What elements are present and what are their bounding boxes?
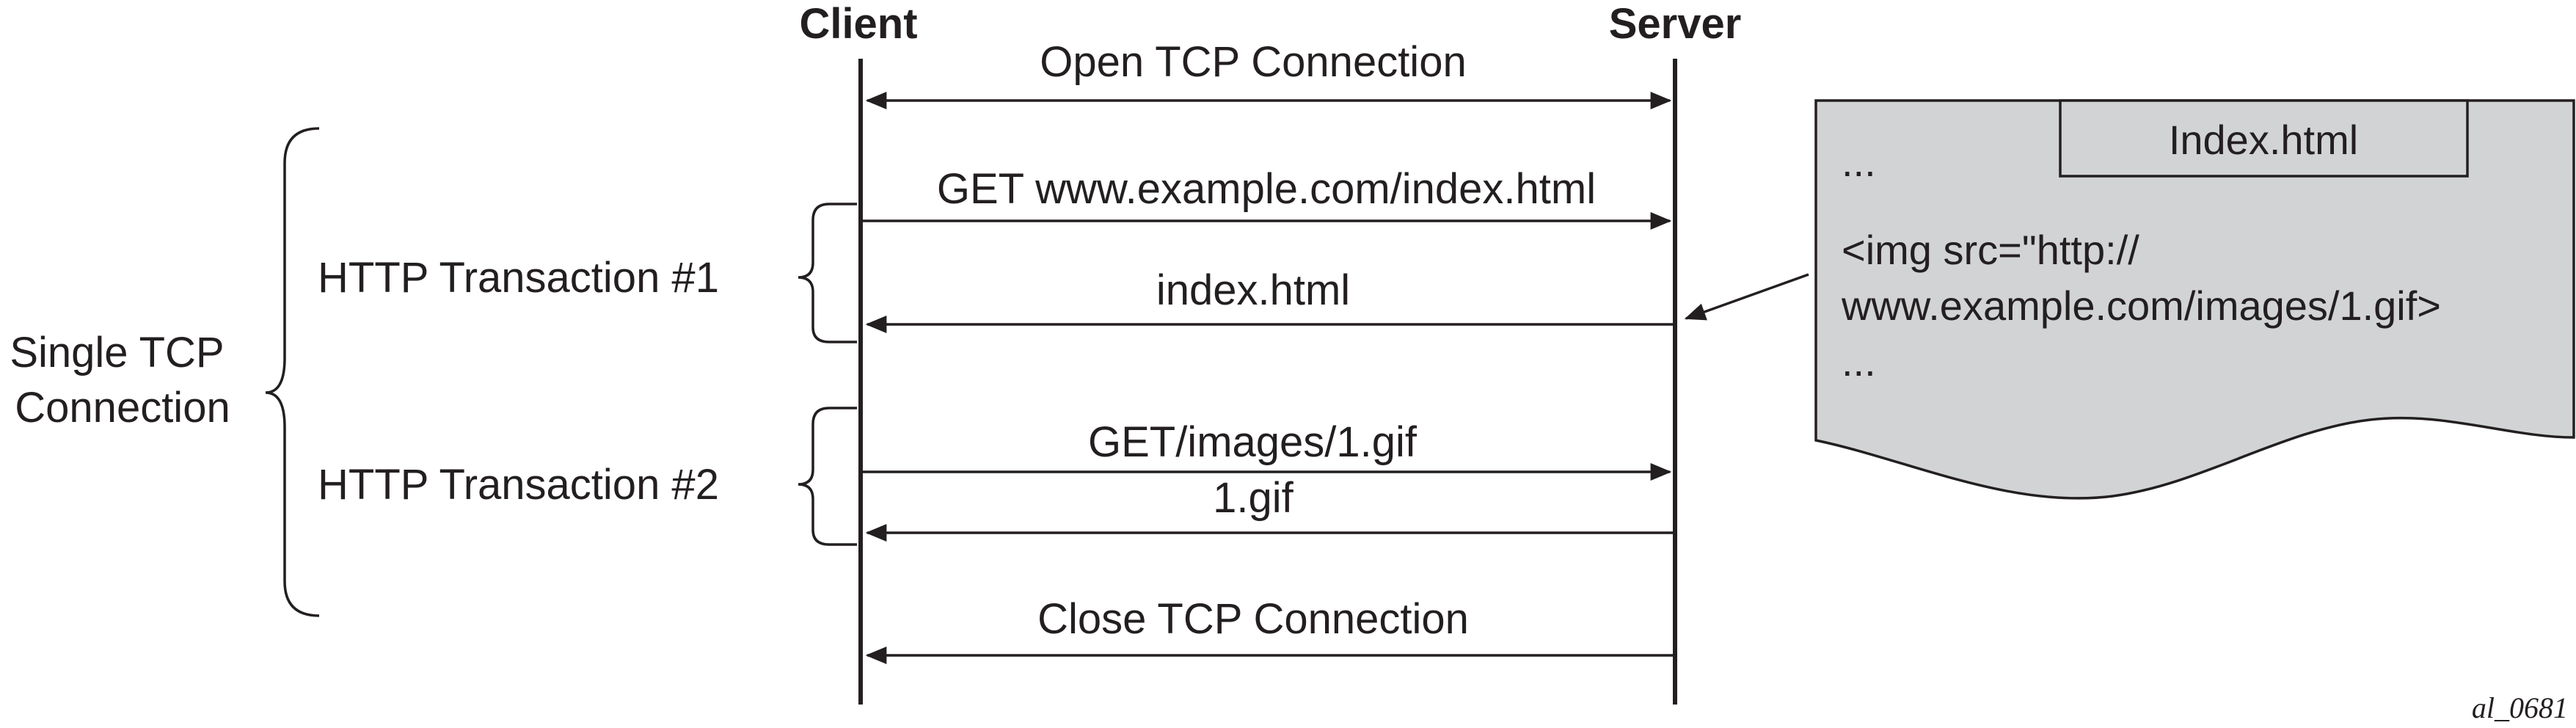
document-line-3: www.example.com/images/1.gif> — [1841, 283, 2441, 329]
message-label-gif-response: 1.gif — [1213, 474, 1294, 522]
transaction-1-brace — [798, 203, 857, 343]
outer-label-line-1: Single TCP — [10, 329, 223, 376]
document-line-2: <img src="http:// — [1842, 227, 2139, 273]
transaction-1-label: HTTP Transaction #1 — [318, 254, 719, 302]
transaction-2-brace — [798, 407, 857, 546]
html-document-title: Index.html — [2169, 117, 2358, 163]
message-label-get-index: GET www.example.com/index.html — [937, 165, 1596, 213]
html-document-tab — [2059, 99, 2469, 178]
message-label-close-tcp: Close TCP Connection — [1037, 595, 1469, 643]
message-label-open-tcp: Open TCP Connection — [1040, 38, 1466, 86]
html-document-shape — [1814, 99, 2575, 500]
document-pointer-arrow — [1684, 273, 1809, 321]
server-header: Server — [1609, 0, 1742, 48]
document-line-4: ... — [1842, 338, 1876, 385]
outer-brace-label: Single TCP Connection — [10, 329, 235, 432]
document-line-1: ... — [1842, 139, 1876, 185]
client-header: Client — [799, 0, 917, 48]
message-label-get-gif: GET/images/1.gif — [1088, 418, 1417, 466]
outer-brace — [265, 127, 320, 617]
figure-id: al_0681 — [2472, 691, 2568, 724]
message-label-index-response: index.html — [1156, 266, 1350, 314]
transaction-2-label: HTTP Transaction #2 — [318, 461, 719, 509]
outer-label-line-2: Connection — [15, 384, 230, 432]
